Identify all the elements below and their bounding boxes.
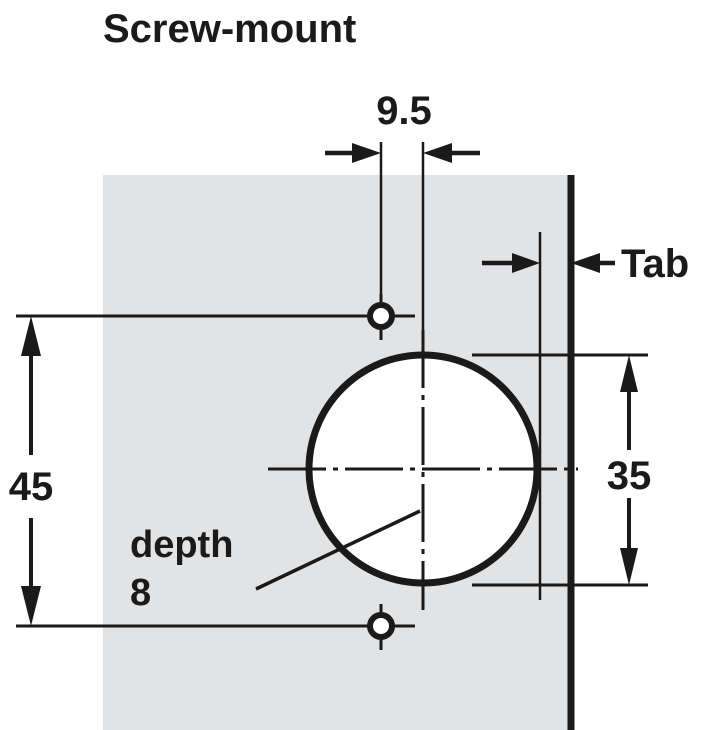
dimension-arrow-tab-left — [482, 253, 540, 273]
depth-label: depth — [130, 524, 233, 566]
dimension-arrow-45-top — [21, 316, 41, 455]
dimension-label-9p5: 9.5 — [376, 89, 432, 133]
dimension-arrow-35-top — [620, 355, 638, 450]
screw-hole-top — [347, 294, 415, 340]
dimension-label-tab: Tab — [621, 242, 689, 286]
depth-value: 8 — [130, 572, 151, 614]
page-title: Screw-mount — [103, 7, 356, 51]
dimension-arrow-tab-right — [571, 253, 615, 273]
dimension-label-35: 35 — [607, 454, 652, 498]
dimension-arrow-9p5-left — [325, 143, 381, 163]
dimension-label-45: 45 — [9, 465, 54, 509]
dimension-arrow-35-bottom — [620, 498, 638, 585]
leader-line-depth — [255, 509, 421, 591]
dimension-arrow-45-bottom — [21, 518, 41, 626]
screw-hole-bottom — [347, 604, 415, 650]
dimension-arrow-9p5-right — [423, 143, 480, 163]
